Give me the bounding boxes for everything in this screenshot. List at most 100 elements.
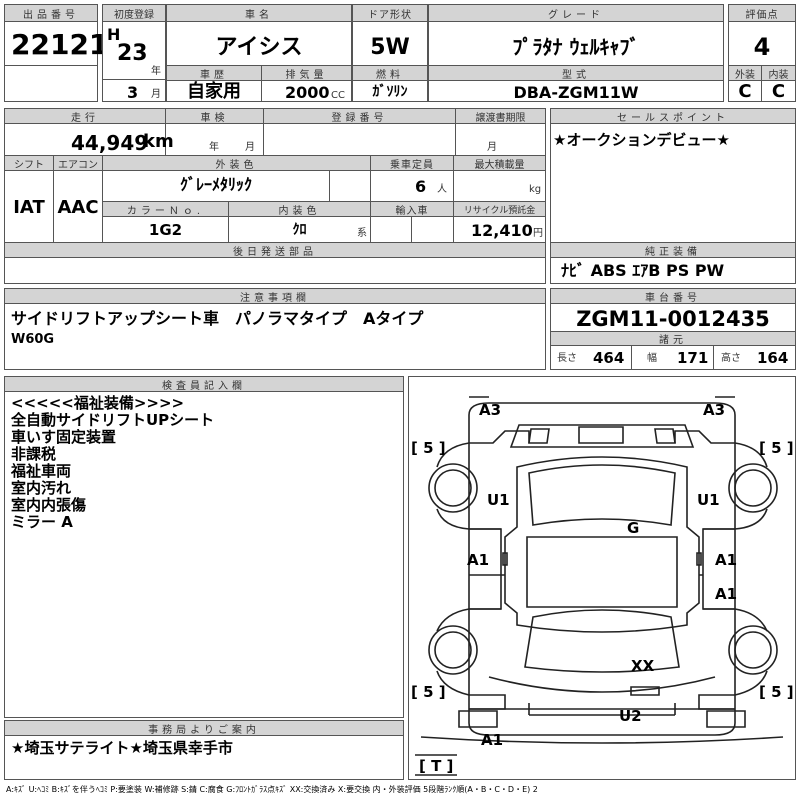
transfer-deadline-header: 譲渡書期限 xyxy=(456,109,545,123)
grade-box: グレード ﾌﾟﾗﾀﾅ ｳｪﾙｷｬﾌﾞ 型式 DBA-ZGM11W xyxy=(428,4,724,102)
damage-mark: U1 xyxy=(487,491,510,509)
chassis-box: 車台番号 ZGM11-0012435 諸元 長さ 464 幅 171 高さ 16… xyxy=(550,288,796,370)
later-parts-header: 後日発送部品 xyxy=(5,243,545,257)
grade-value: ﾌﾟﾗﾀﾅ ｳｪﾙｷｬﾌﾞ xyxy=(512,35,640,59)
fuel-value: ｶﾞｿﾘﾝ xyxy=(372,84,408,100)
damage-mark: XX xyxy=(631,657,655,675)
notes-header: 注意事項欄 xyxy=(5,289,545,303)
int-color-suffix: 系 xyxy=(357,228,367,239)
km-unit: km xyxy=(143,131,174,152)
notes-box: 注意事項欄 サイドリフトアップシート車 パノラマタイプ Aタイプ W60G xyxy=(4,288,546,370)
month-value: 3 xyxy=(127,83,139,102)
damage-mark: [ 5 ] xyxy=(759,683,794,701)
car-name-box: 車名 アイシス 車歴 排気量 自家用 2000 CC xyxy=(166,4,352,102)
month-unit: 月 xyxy=(151,89,161,100)
door-box: ドア形状 5W 燃料 ｶﾞｿﾘﾝ xyxy=(352,4,428,102)
car-name-header: 車名 xyxy=(167,5,351,21)
damage-legend: A:ｷｽﾞ U:ﾍｺﾐ B:ｷｽﾞを伴うﾍｺﾐ P:要塗装 W:補修跡 S:錆 … xyxy=(6,785,538,794)
mileage-value: 44,949 xyxy=(71,131,149,155)
damage-mark: U2 xyxy=(619,707,642,725)
damage-mark: A3 xyxy=(479,401,502,419)
color-no-value: 1G2 xyxy=(148,221,183,239)
sales-point-value: ★オークションデビュー★ xyxy=(553,131,730,149)
damage-mark: [ T ] xyxy=(419,757,454,775)
exterior-score-header: 外装 xyxy=(729,66,761,80)
inspector-note: 福祉車両 xyxy=(11,462,72,480)
length-label: 長さ xyxy=(557,353,577,364)
chassis-header: 車台番号 xyxy=(551,289,795,303)
sales-point-box: セールスポイント ★オークションデビュー★ 純正装備 ﾅﾋﾞ ABS ｴｱB P… xyxy=(550,108,796,284)
yen-unit: 円 xyxy=(533,228,543,239)
inspector-header: 検査員記入欄 xyxy=(5,377,403,391)
height-label: 高さ xyxy=(721,353,741,364)
recycle-header: リサイクル預託金 xyxy=(454,202,545,216)
inspector-box: 検査員記入欄 <<<<<福祉装備>>>> 全自動サイドリフトUPシート 車いす固… xyxy=(4,376,404,718)
ext-color-header: 外装色 xyxy=(103,156,370,170)
score-header: 評価点 xyxy=(729,5,795,21)
inspection-month-unit: 月 xyxy=(245,142,255,153)
inspector-note: 室内内張傷 xyxy=(11,496,87,514)
inspection-header: 車検 xyxy=(166,109,263,123)
standard-equipment-value: ﾅﾋﾞ ABS ｴｱB PS PW xyxy=(561,261,725,280)
notes-line-1: サイドリフトアップシート車 パノラマタイプ Aタイプ xyxy=(11,309,424,328)
car-name-value: アイシス xyxy=(215,35,303,60)
inspector-note: 車いす固定装置 xyxy=(11,428,117,446)
damage-mark: G xyxy=(627,519,640,537)
spec-table: 走行 車検 登録番号 譲渡書期限 44,949 km 年 月 月 シフト エアコ… xyxy=(4,108,546,284)
car-damage-diagram xyxy=(415,396,784,776)
year-value: 23 xyxy=(117,41,148,66)
door-value: 5W xyxy=(370,35,410,60)
inspector-note: ミラー A xyxy=(11,513,73,531)
standard-equipment-header: 純正装備 xyxy=(551,243,795,257)
inspector-note: 室内汚れ xyxy=(11,479,72,497)
interior-score-header: 内装 xyxy=(762,66,795,80)
damage-mark: A1 xyxy=(481,731,504,749)
kg-unit: kg xyxy=(529,184,542,195)
ext-color-value: ｸﾞﾚｰﾒﾀﾘｯｸ xyxy=(179,175,252,194)
office-info-header: 事務局よりご案内 xyxy=(5,721,403,735)
exterior-score-value: C xyxy=(738,81,752,102)
damage-mark: A1 xyxy=(715,551,738,569)
cc-unit: CC xyxy=(331,90,345,101)
recycle-value: 12,410 xyxy=(471,221,533,240)
aircon-header: エアコン xyxy=(54,156,102,170)
inspector-note: 全自動サイドリフトUPシート xyxy=(11,411,215,429)
transfer-month-unit: 月 xyxy=(487,142,497,153)
damage-mark: [ 5 ] xyxy=(411,439,446,457)
inspector-note: <<<<<福祉装備>>>> xyxy=(11,394,185,412)
damage-diagram-box: A3 A3 [ 5 ] [ 5 ] U1 U1 G A1 A1 A1 XX [ … xyxy=(408,376,796,780)
damage-mark: A1 xyxy=(715,585,738,603)
max-load-header: 最大積載量 xyxy=(454,156,545,170)
width-label: 幅 xyxy=(647,353,657,364)
chassis-value: ZGM11-0012435 xyxy=(576,307,770,331)
inspector-note: 非課税 xyxy=(11,445,57,463)
import-header: 輸入車 xyxy=(371,202,453,216)
door-header: ドア形状 xyxy=(353,5,427,21)
interior-score-value: C xyxy=(771,81,786,102)
int-color-value: ｸﾛ xyxy=(292,222,307,238)
first-registration-box: 初度登録 H 23 年 3 月 xyxy=(102,4,166,102)
damage-mark: A1 xyxy=(467,551,490,569)
score-box: 評価点 4 外装 内装 C C xyxy=(728,4,796,102)
aircon-value: AAC xyxy=(57,197,99,218)
mileage-header: 走行 xyxy=(5,109,165,123)
damage-mark: [ 5 ] xyxy=(411,683,446,701)
displacement-header: 排気量 xyxy=(262,66,351,80)
inspector-notes: <<<<<福祉装備>>>> 全自動サイドリフトUPシート 車いす固定装置 非課税… xyxy=(11,395,214,531)
shift-header: シフト xyxy=(5,156,53,170)
lot-number-value: 22121 xyxy=(11,28,109,61)
damage-mark: A3 xyxy=(703,401,726,419)
registration-header: 登録番号 xyxy=(264,109,455,123)
wheel-icons xyxy=(428,463,778,675)
color-no-header: カラーＮｏ. xyxy=(103,202,228,216)
year-unit: 年 xyxy=(151,66,161,77)
model-type-header: 型式 xyxy=(429,66,723,80)
damage-mark: U1 xyxy=(697,491,720,509)
sales-point-header: セールスポイント xyxy=(551,109,795,123)
office-info-value: ★埼玉サテライト★埼玉県幸手市 xyxy=(11,739,233,757)
history-value: 自家用 xyxy=(187,81,241,102)
length-value: 464 xyxy=(593,349,625,367)
inspection-year-unit: 年 xyxy=(209,142,219,153)
width-value: 171 xyxy=(677,349,709,367)
lot-number-header: 出品番号 xyxy=(5,5,97,21)
